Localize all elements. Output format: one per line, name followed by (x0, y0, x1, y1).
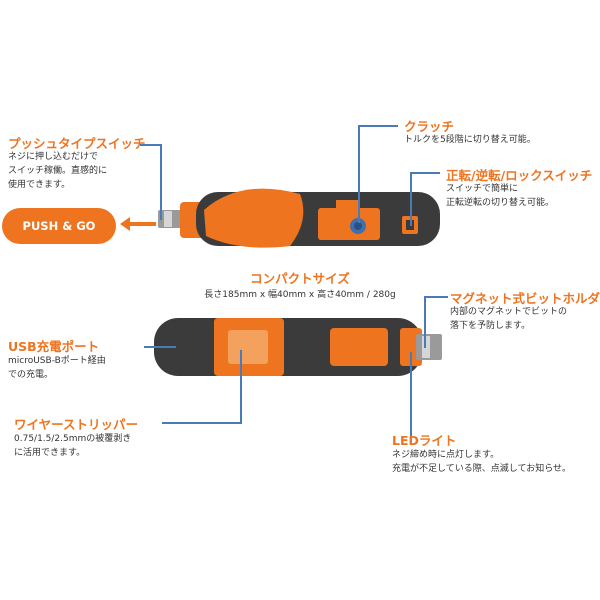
driver-bottom-view (154, 318, 442, 376)
push-switch-desc-line: スイッチ稼働。直感的に (8, 166, 108, 176)
driver-top-view (158, 188, 440, 248)
stripper-line-h (162, 422, 242, 424)
led-desc-line: ネジ締め時に点灯します。 (392, 450, 500, 460)
direction-switch-title: 正転/逆転/ロックスイッチ (446, 168, 593, 183)
usb-port-desc: microUSB-Bポート経由 での充電。 (8, 354, 106, 382)
led-title: LEDライト (392, 433, 457, 448)
push-switch-line-h (140, 144, 162, 146)
led-desc: ネジ締め時に点灯します。 充電が不足している際、点滅してお知らせ。 (392, 448, 571, 476)
magnet-holder-title: マグネット式ビットホルダー (450, 291, 600, 306)
push-go-arrow-shaft (124, 222, 156, 226)
direction-line-h (410, 172, 440, 174)
wire-stripper-desc-line: 0.75/1.5/2.5mmの被覆剥き (14, 434, 132, 444)
clutch-line-v (358, 125, 360, 223)
wire-stripper-desc: 0.75/1.5/2.5mmの被覆剥き に活用できます。 (14, 432, 131, 460)
magnet-line-v (424, 296, 426, 348)
push-go-badge: PUSH & GO (2, 208, 116, 244)
usb-port-desc-line: での充電。 (8, 370, 54, 380)
direction-switch-desc: スイッチで簡単に 正転逆転の切り替え可能。 (446, 182, 554, 210)
clutch-line-h (358, 125, 398, 127)
wire-stripper-desc-line: に活用できます。 (14, 448, 86, 458)
push-switch-title: プッシュタイプスイッチ (8, 136, 146, 151)
compact-title: コンパクトサイズ (250, 271, 350, 286)
compact-desc: 長さ185mm x 幅40mm x 高さ40mm / 280g (204, 290, 396, 300)
push-switch-desc: ネジに押し込むだけで スイッチ稼働。直感的に 使用できます。 (8, 150, 107, 192)
usb-port-title: USB充電ポート (8, 339, 100, 354)
push-switch-desc-line: ネジに押し込むだけで (8, 152, 99, 162)
push-switch-desc-line: 使用できます。 (8, 180, 71, 190)
usb-port-desc-line: microUSB-Bポート経由 (8, 356, 106, 366)
arrow-left-icon (120, 217, 130, 231)
direction-switch-desc-line: スイッチで簡単に (446, 184, 519, 194)
usb-line-h (144, 346, 176, 348)
clutch-desc: トルクを5段階に切り替え可能。 (404, 135, 536, 145)
push-switch-line-v (160, 144, 162, 220)
magnet-line-h (424, 296, 448, 298)
direction-switch-desc-line: 正転逆転の切り替え可能。 (446, 198, 555, 208)
direction-line-v (410, 172, 412, 226)
magnet-holder-desc-line: 内部のマグネットでビットの (450, 307, 568, 317)
clutch-title: クラッチ (404, 119, 455, 134)
magnet-holder-desc-line: 落下を予防します。 (450, 321, 531, 331)
magnet-holder-desc: 内部のマグネットでビットの 落下を予防します。 (450, 305, 567, 333)
wire-stripper-title: ワイヤーストリッパー (14, 417, 139, 432)
led-desc-line: 充電が不足している際、点滅してお知らせ。 (392, 464, 572, 474)
stripper-line-v (240, 350, 242, 422)
led-line-v (410, 352, 412, 438)
